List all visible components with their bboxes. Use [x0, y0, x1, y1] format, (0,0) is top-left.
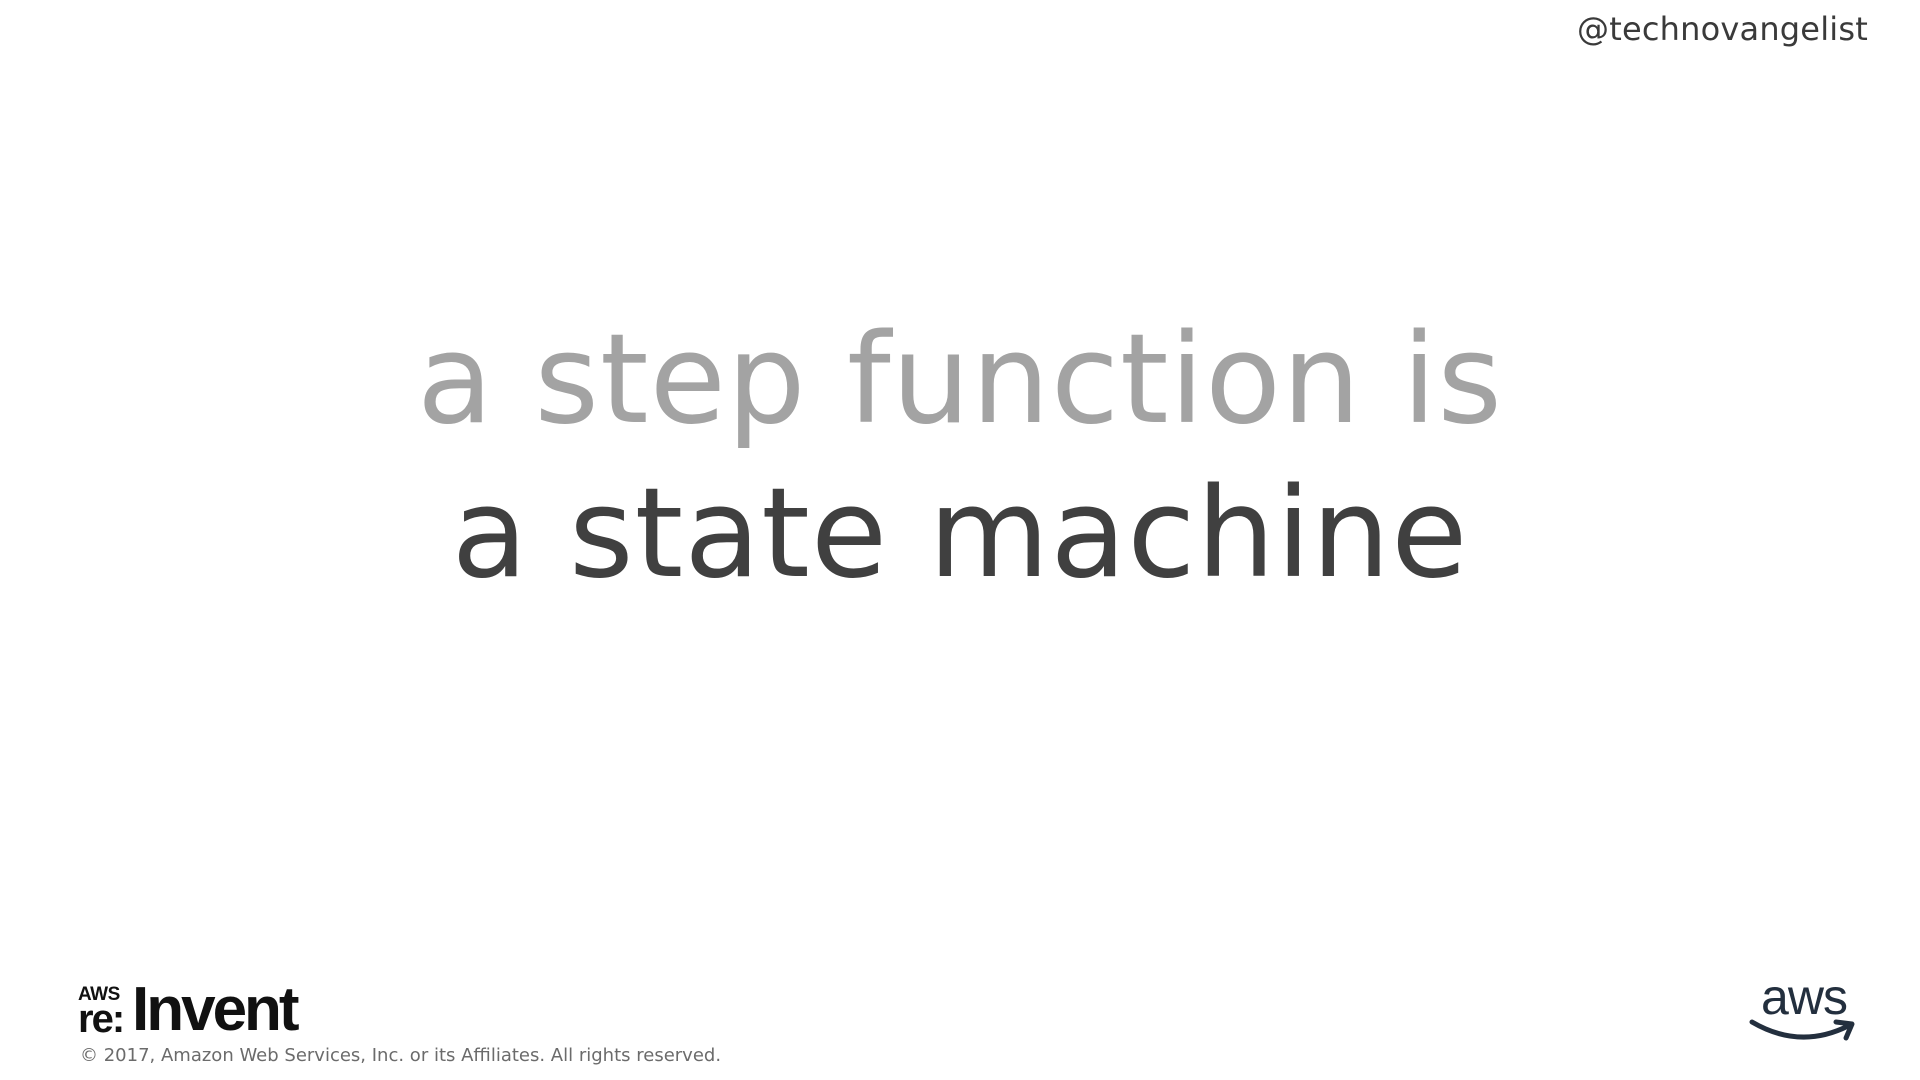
reinvent-logo-aws: AWS [78, 984, 120, 1005]
aws-smile-logo: aws [1744, 972, 1864, 1052]
reinvent-logo: AWS re: Invent [78, 979, 328, 1041]
headline-line-2: a state machine [451, 462, 1469, 606]
reinvent-logo-re: re: [78, 997, 125, 1041]
reinvent-logo-invent: Invent [132, 975, 300, 1044]
copyright-notice: © 2017, Amazon Web Services, Inc. or its… [80, 1045, 722, 1066]
aws-logo-text: aws [1761, 969, 1848, 1025]
headline-line-1: a step function is [416, 308, 1504, 452]
aws-smile-arrow-icon [1749, 1019, 1855, 1041]
twitter-handle: @technovangelist [1577, 10, 1868, 48]
